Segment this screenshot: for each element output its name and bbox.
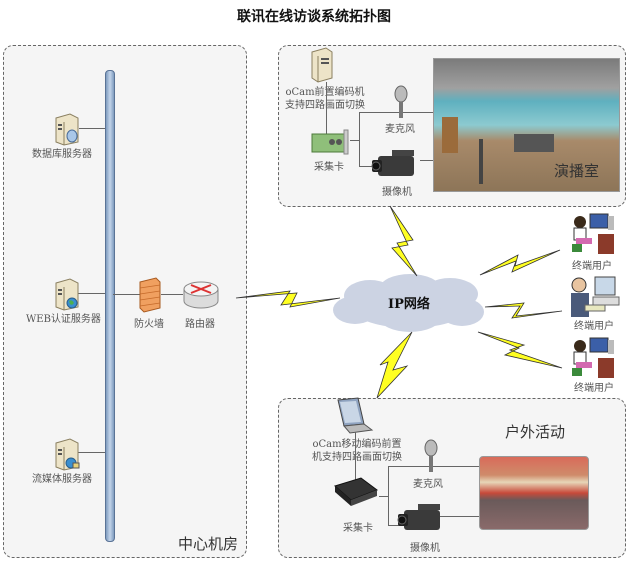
outdoor-camera-label: 摄像机 [410, 543, 440, 554]
lightning-icon-user3 [477, 331, 563, 369]
lightning-icon-outdoor [376, 331, 413, 399]
backbone-bus [105, 70, 115, 542]
router-icon [183, 281, 219, 309]
studio-encoder-label: oCam前置编码机 支持四路画面切换 [285, 86, 365, 112]
end-user-label-3: 终端用户 [574, 383, 614, 394]
outdoor-photo [479, 456, 589, 530]
end-user-label-1: 终端用户 [572, 261, 612, 272]
studio-photo [433, 58, 620, 192]
ip-network-label: IP网络 [388, 297, 430, 312]
studio-camera-icon [371, 150, 414, 176]
diagram-title: 联讯在线访谈系统拓扑图 [237, 9, 391, 25]
streaming-server-label: 流媒体服务器 [32, 474, 92, 485]
database-server-icon [55, 113, 79, 146]
firewall-label: 防火墙 [134, 319, 164, 330]
outdoor-capture-card-icon [333, 477, 379, 506]
mobile-encoder-laptop-icon [337, 397, 374, 434]
studio-microphone-label: 麦克风 [385, 124, 415, 135]
streaming-server-icon [55, 438, 80, 471]
outdoor-microphone-icon [424, 439, 438, 472]
studio-microphone-icon [394, 85, 408, 118]
web-server-icon [55, 278, 79, 311]
firewall-icon [139, 277, 161, 313]
studio-capture-card-icon [311, 129, 349, 155]
end-user-icon-1 [572, 213, 614, 254]
outdoor-encoder-label: oCam移动编码前置 机支持四路画面切换 [312, 438, 402, 464]
lightning-icon-user2 [484, 302, 563, 319]
studio-camera-label: 摄像机 [382, 187, 412, 198]
studio-label: 演播室 [554, 162, 600, 180]
end-user-icon-2 [571, 276, 620, 317]
database-server-label: 数据库服务器 [32, 149, 92, 160]
outdoor-encoder-line1: oCam移动编码前置 [312, 439, 402, 450]
outdoor-capture-card-label: 采集卡 [343, 523, 373, 534]
web-server-label: WEB认证服务器 [26, 314, 101, 325]
ip-network-cloud [333, 274, 484, 332]
outdoor-label: 户外活动 [505, 423, 566, 441]
center-room-label: 中心机房 [178, 535, 239, 553]
encoder-pc-icon [311, 47, 333, 83]
studio-encoder-line1: oCam前置编码机 [285, 87, 365, 98]
outdoor-camera-icon [397, 504, 440, 530]
router-label: 路由器 [185, 319, 215, 330]
lightning-icon-studio [389, 205, 418, 277]
end-user-label-2: 终端用户 [574, 321, 614, 332]
lightning-icon-user1 [479, 249, 561, 276]
studio-capture-card-label: 采集卡 [314, 162, 344, 173]
end-user-icon-3 [572, 337, 614, 378]
outdoor-microphone-label: 麦克风 [413, 479, 443, 490]
outdoor-encoder-line2: 机支持四路画面切换 [312, 452, 402, 463]
lightning-icon-router [235, 290, 341, 308]
studio-encoder-line2: 支持四路画面切换 [285, 100, 365, 111]
